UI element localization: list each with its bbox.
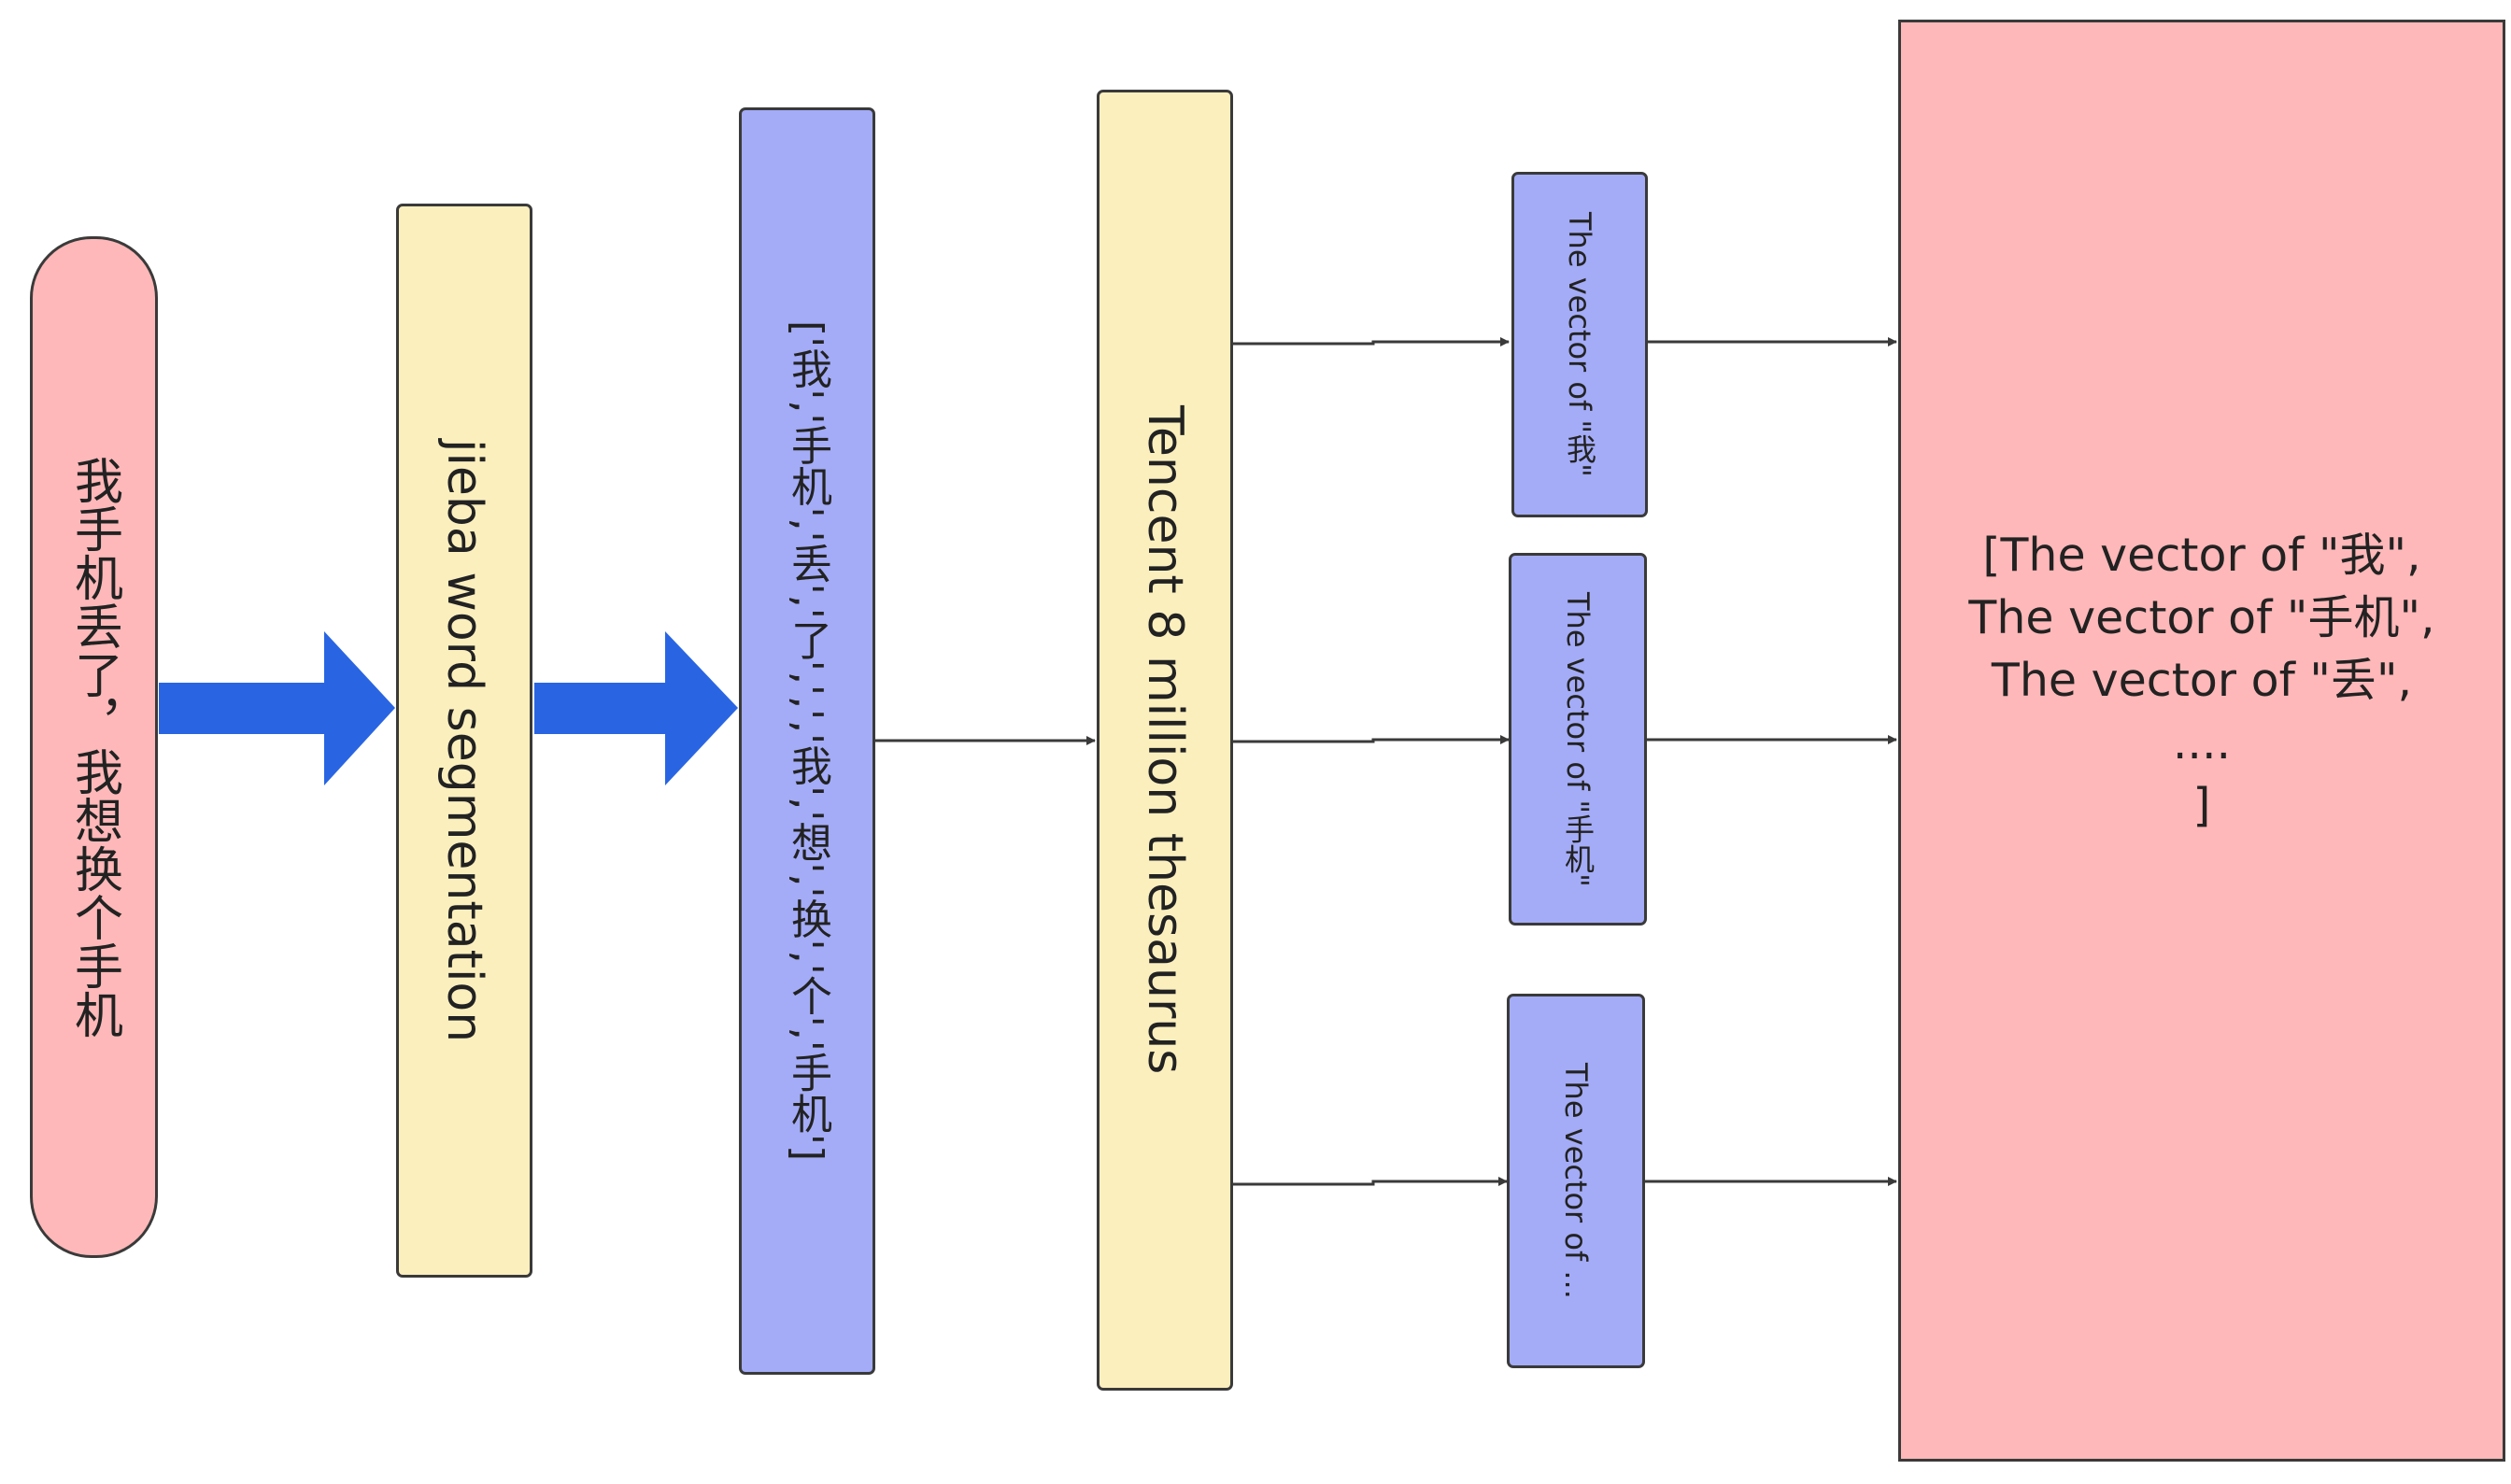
connector-thesaurus-to-vector-2 — [1232, 735, 1510, 744]
result-line: ] — [2192, 778, 2211, 832]
vector-2-text: The vector of "手机" — [1560, 591, 1596, 887]
big-arrow-icon-1 — [159, 631, 395, 785]
vector-1-text: The vector of "我" — [1562, 212, 1597, 477]
vector-node-1: The vector of "我" — [1511, 172, 1648, 517]
result-line: The vector of "手机", — [1968, 590, 2435, 644]
result-vector-list-text: [The vector of "我", The vector of "手机", … — [1968, 524, 2434, 837]
jieba-segmentation-node: jieba word segmentation — [396, 204, 532, 1278]
vector-node-3: The vector of ... — [1507, 994, 1645, 1368]
connector-thesaurus-to-vector-1 — [1232, 337, 1510, 346]
result-line: The vector of "丢", — [1991, 653, 2413, 707]
vector-node-2: The vector of "手机" — [1509, 553, 1647, 926]
token-list-text: ['我','手机','丢','了',',','我','想','换','个','手… — [784, 320, 831, 1162]
result-line: [The vector of "我", — [1982, 528, 2421, 582]
result-line: .... — [2172, 715, 2232, 770]
input-sentence-node: 我手机丢了，我想换个手机 — [30, 236, 158, 1258]
tencent-thesaurus-text: Tencent 8 million thesaurus — [1137, 405, 1193, 1075]
result-vector-list-node: [The vector of "我", The vector of "手机", … — [1898, 20, 2505, 1462]
tencent-thesaurus-node: Tencent 8 million thesaurus — [1097, 90, 1233, 1391]
vector-3-text: The vector of ... — [1558, 1063, 1594, 1299]
connector-thesaurus-to-vector-3 — [1232, 1177, 1508, 1186]
input-sentence-text: 我手机丢了，我想换个手机 — [65, 456, 122, 1039]
token-list-node: ['我','手机','丢','了',',','我','想','换','个','手… — [739, 107, 875, 1375]
jieba-segmentation-text: jieba word segmentation — [436, 438, 492, 1043]
big-arrow-icon-2 — [534, 631, 738, 785]
